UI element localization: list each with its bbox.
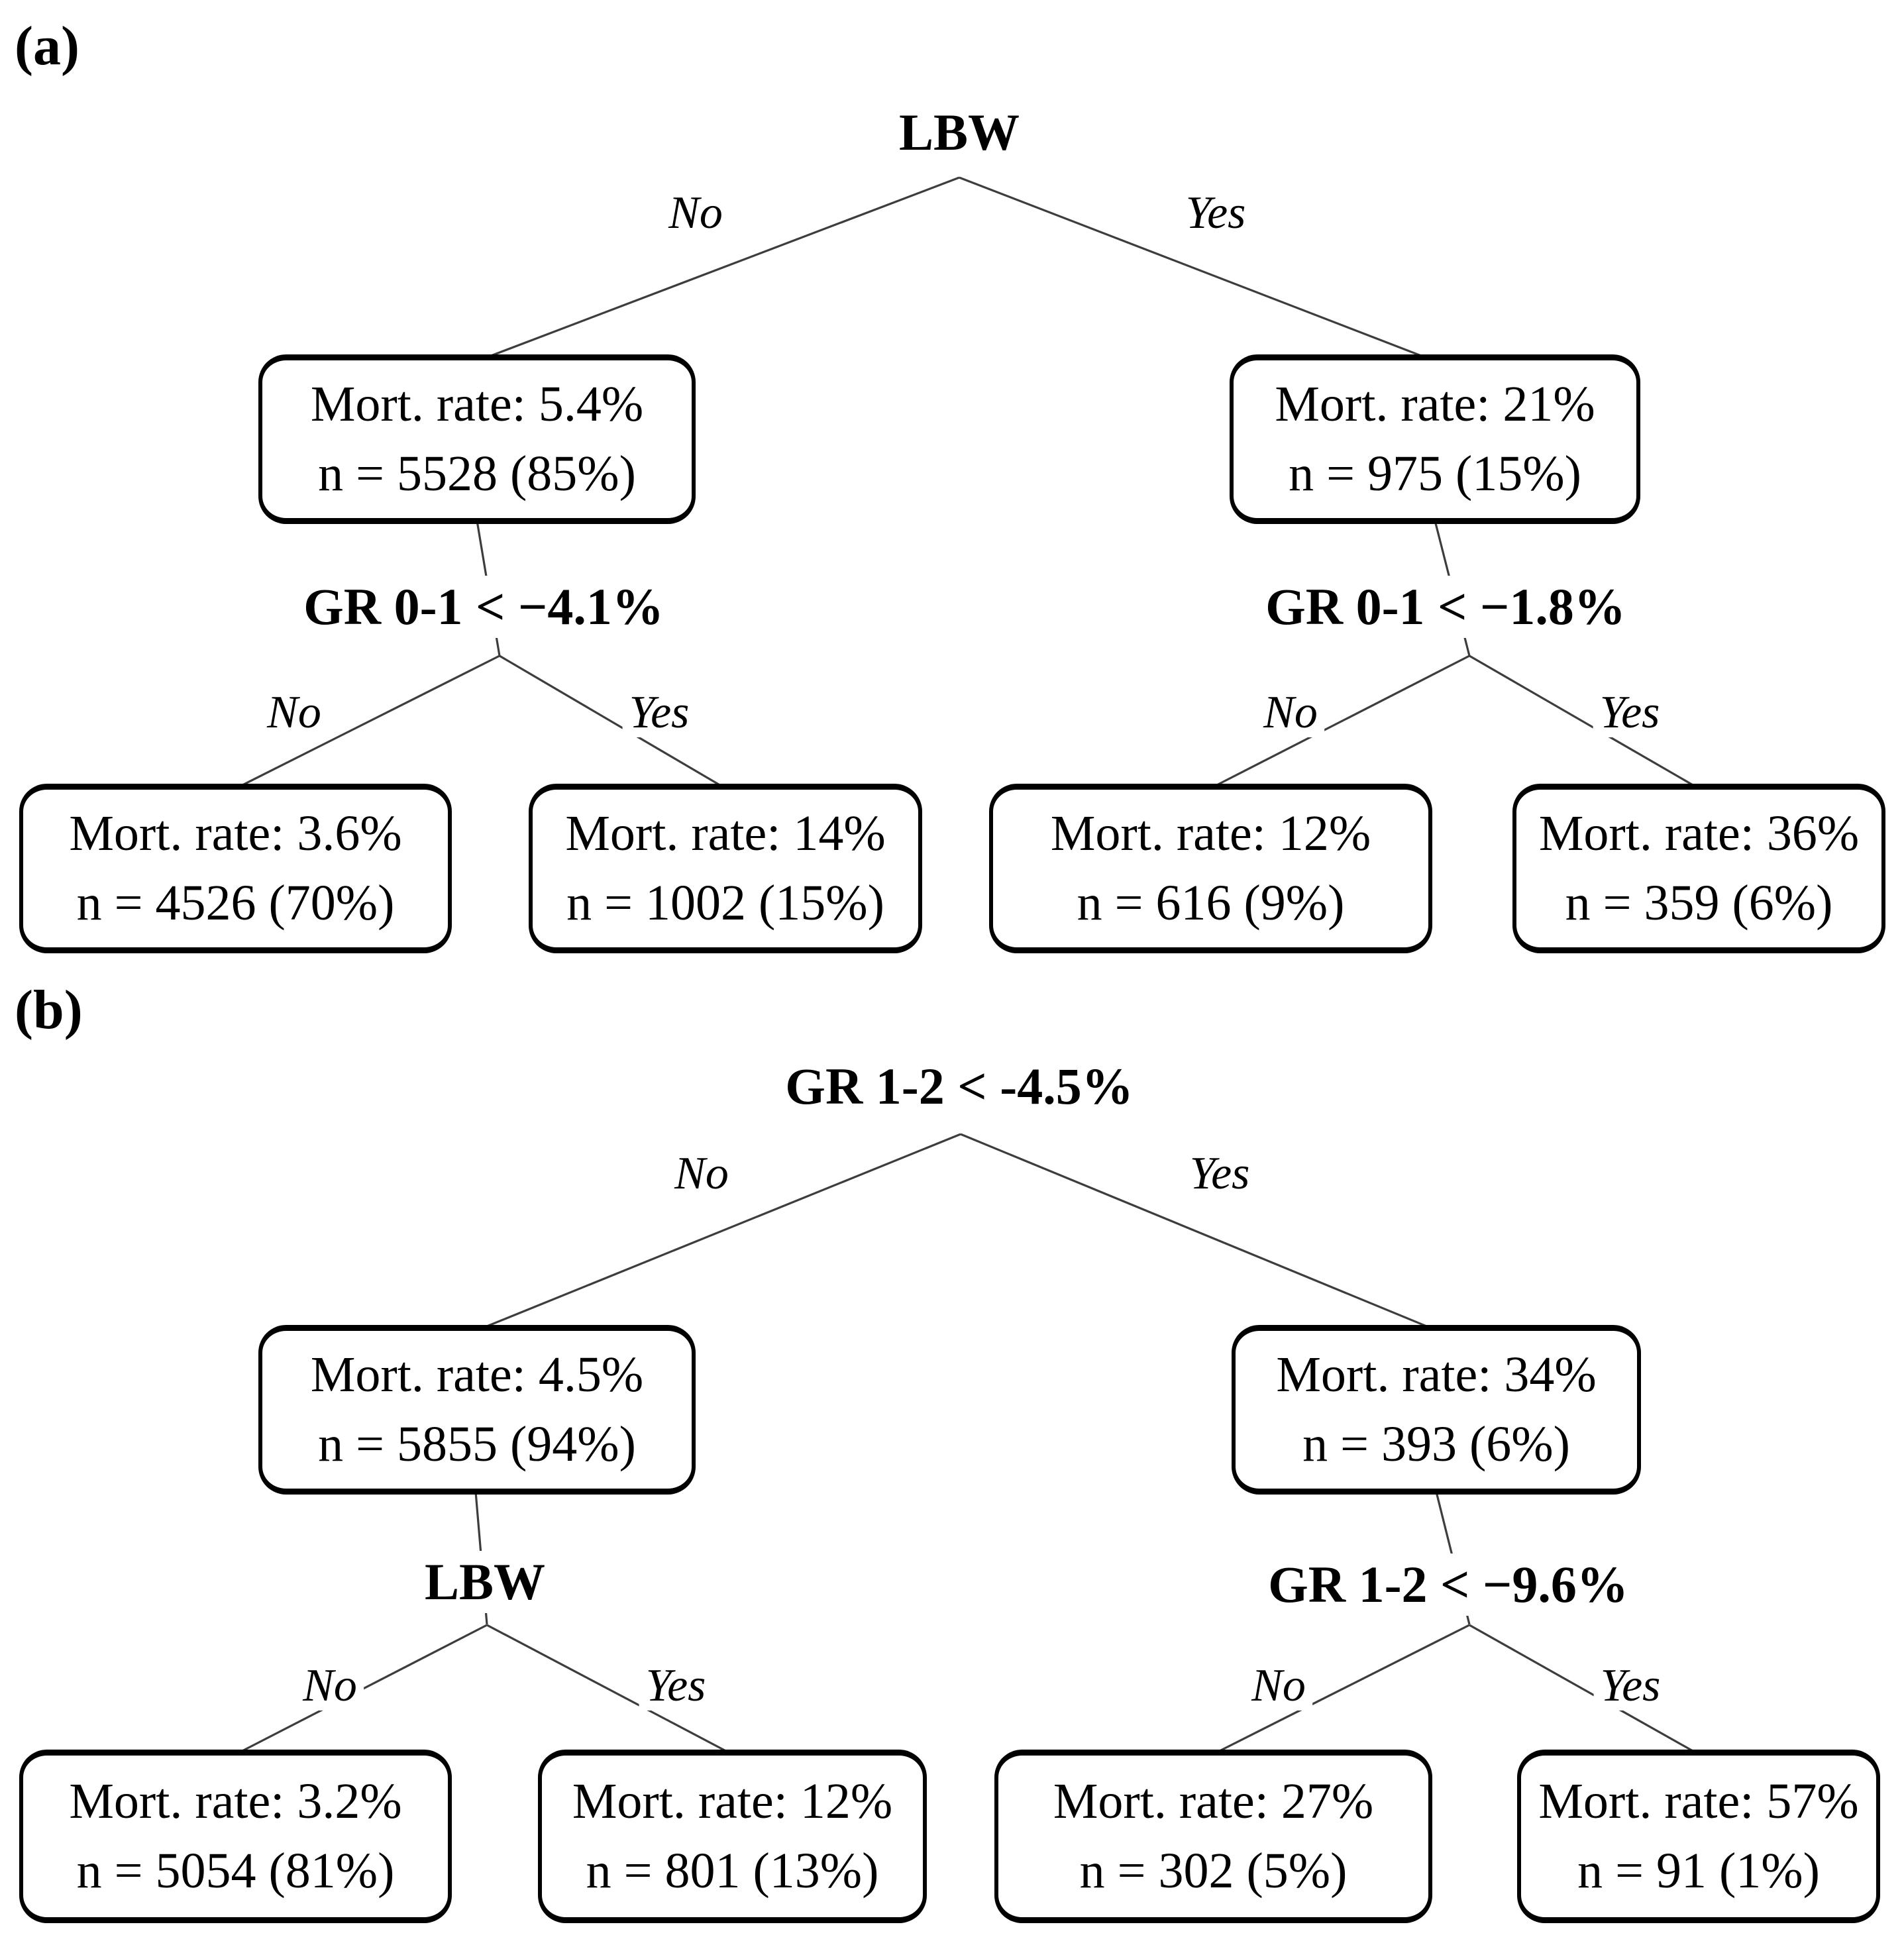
branch-line bbox=[1469, 655, 1699, 790]
branch-no-label: No bbox=[668, 1149, 735, 1198]
internal-node-box: Mort. rate: 21% n = 975 (15%) bbox=[1230, 354, 1640, 524]
n-count-text: n = 5855 (94%) bbox=[318, 1416, 636, 1472]
internal-node-box: Mort. rate: 5.4% n = 5528 (85%) bbox=[258, 354, 696, 524]
mort-rate-text: Mort. rate: 12% bbox=[572, 1773, 893, 1829]
mort-rate-text: Mort. rate: 3.2% bbox=[69, 1773, 402, 1829]
n-count-text: n = 801 (13%) bbox=[586, 1843, 879, 1899]
n-count-text: n = 5054 (81%) bbox=[76, 1843, 395, 1899]
split-node-label: GR 0-1 < −1.8% bbox=[1252, 576, 1639, 638]
panel-b-tag: (b) bbox=[15, 979, 83, 1041]
n-count-text: n = 5528 (85%) bbox=[318, 446, 636, 501]
mort-rate-text: Mort. rate: 34% bbox=[1276, 1347, 1597, 1402]
branch-line bbox=[235, 655, 500, 790]
n-count-text: n = 91 (1%) bbox=[1577, 1843, 1820, 1899]
branch-no-label: No bbox=[296, 1661, 364, 1710]
branch-no-label: No bbox=[1245, 1661, 1312, 1710]
internal-node-box: Mort. rate: 34% n = 393 (6%) bbox=[1232, 1325, 1641, 1495]
branch-line bbox=[960, 1133, 1437, 1332]
split-node-label: GR 0-1 < −4.1% bbox=[290, 576, 677, 638]
n-count-text: n = 975 (15%) bbox=[1289, 446, 1581, 501]
mort-rate-text: Mort. rate: 5.4% bbox=[310, 376, 644, 432]
branch-yes-label: Yes bbox=[1179, 189, 1253, 238]
leaf-node-box: Mort. rate: 12% n = 616 (9%) bbox=[989, 784, 1432, 953]
branch-line bbox=[1469, 1624, 1699, 1756]
branch-yes-label: Yes bbox=[1593, 1661, 1667, 1710]
branch-yes-label: Yes bbox=[639, 1661, 713, 1710]
mort-rate-text: Mort. rate: 14% bbox=[565, 806, 886, 861]
mort-rate-text: Mort. rate: 36% bbox=[1538, 806, 1860, 861]
branch-yes-label: Yes bbox=[622, 688, 696, 737]
panel-a-root-split-label: LBW bbox=[885, 101, 1033, 164]
branch-line bbox=[1210, 655, 1470, 790]
split-node-label: GR 1-2 < −9.6% bbox=[1255, 1553, 1642, 1616]
n-count-text: n = 302 (5%) bbox=[1079, 1843, 1348, 1899]
branch-line bbox=[476, 1133, 961, 1332]
mort-rate-text: Mort. rate: 21% bbox=[1275, 376, 1595, 432]
branch-line bbox=[499, 655, 726, 790]
branch-line bbox=[1212, 1624, 1470, 1756]
leaf-node-box: Mort. rate: 36% n = 359 (6%) bbox=[1512, 784, 1885, 953]
leaf-node-box: Mort. rate: 14% n = 1002 (15%) bbox=[529, 784, 922, 953]
branch-yes-label: Yes bbox=[1593, 688, 1667, 737]
branch-line bbox=[476, 176, 960, 362]
n-count-text: n = 4526 (70%) bbox=[76, 875, 395, 931]
branch-line bbox=[959, 176, 1436, 362]
mort-rate-text: Mort. rate: 57% bbox=[1538, 1773, 1859, 1829]
leaf-node-box: Mort. rate: 27% n = 302 (5%) bbox=[994, 1750, 1432, 1923]
n-count-text: n = 393 (6%) bbox=[1302, 1416, 1570, 1472]
mort-rate-text: Mort. rate: 4.5% bbox=[310, 1347, 644, 1402]
panel-b-root-split-label: GR 1-2 < -4.5% bbox=[772, 1055, 1147, 1118]
leaf-node-box: Mort. rate: 57% n = 91 (1%) bbox=[1517, 1750, 1880, 1923]
leaf-node-box: Mort. rate: 3.2% n = 5054 (81%) bbox=[19, 1750, 452, 1923]
mort-rate-text: Mort. rate: 3.6% bbox=[69, 806, 402, 861]
split-node-label: LBW bbox=[411, 1551, 559, 1613]
branch-yes-label: Yes bbox=[1183, 1149, 1257, 1198]
branch-no-label: No bbox=[260, 688, 328, 737]
panel-a-tag: (a) bbox=[15, 15, 79, 77]
leaf-node-box: Mort. rate: 12% n = 801 (13%) bbox=[538, 1750, 927, 1923]
mort-rate-text: Mort. rate: 12% bbox=[1050, 806, 1371, 861]
mort-rate-text: Mort. rate: 27% bbox=[1053, 1773, 1374, 1829]
n-count-text: n = 1002 (15%) bbox=[566, 875, 884, 931]
n-count-text: n = 616 (9%) bbox=[1077, 875, 1345, 931]
n-count-text: n = 359 (6%) bbox=[1565, 875, 1833, 931]
branch-no-label: No bbox=[662, 189, 729, 238]
branch-no-label: No bbox=[1257, 688, 1324, 737]
internal-node-box: Mort. rate: 4.5% n = 5855 (94%) bbox=[258, 1325, 696, 1495]
branch-line bbox=[486, 1624, 733, 1756]
leaf-node-box: Mort. rate: 3.6% n = 4526 (70%) bbox=[19, 784, 452, 953]
